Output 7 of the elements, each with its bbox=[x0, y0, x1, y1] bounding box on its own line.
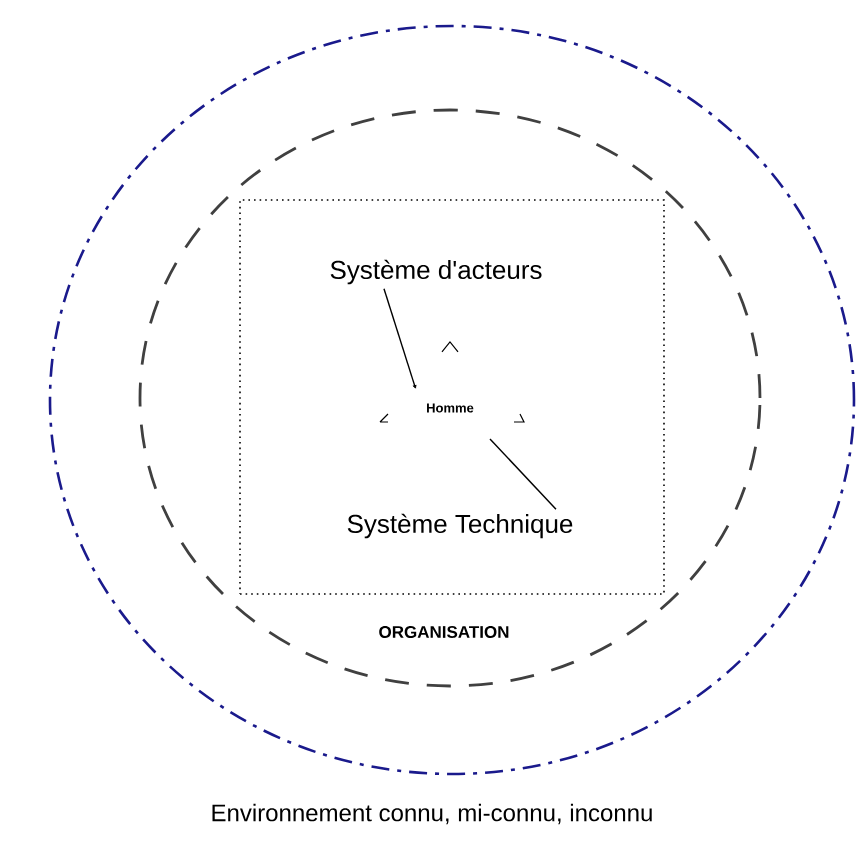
connector-line bbox=[383, 287, 417, 389]
actor-system-label: Système d'acteurs bbox=[330, 259, 542, 285]
technical-system-label: Système Technique bbox=[347, 513, 573, 539]
system-box bbox=[239, 199, 665, 595]
connector-line bbox=[489, 438, 557, 510]
environment-label: Environnement connu, mi-connu, inconnu bbox=[212, 803, 652, 825]
organisation-label: ORGANISATION bbox=[379, 626, 509, 638]
